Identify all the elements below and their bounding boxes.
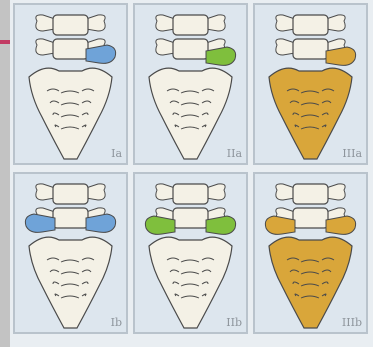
lumbar-vertebra-l4-body [173,15,208,35]
pseudoarticulation-right [206,47,236,65]
panel-label-iiia: IIIa [342,147,362,160]
lumbar-vertebra-l4-body [293,184,328,204]
pseudoarticulation-right [206,216,236,234]
lumbar-vertebra-l4-body [293,15,328,35]
lumbar-vertebra-l5-body [53,208,88,228]
lumbar-vertebra-l4-right-process [86,15,105,31]
panel-iib: IIb [133,172,248,334]
spine-diagram-iiia [255,5,366,163]
lumbar-vertebra-l5-left-process [156,39,175,55]
lumbar-vertebra-l4-left-process [276,184,295,200]
spine-diagram-iib [135,174,246,332]
fusion-right [326,47,356,65]
lumbar-vertebra-l5-body [53,39,88,59]
lumbar-vertebra-l4-left-process [156,15,175,31]
lumbar-vertebra-l4-right-process [206,184,225,200]
pseudoarticulation-left [145,216,175,234]
lumbar-vertebra-l4-left-process [36,15,55,31]
fusion-right [326,216,356,234]
lumbar-vertebra-l4-right-process [326,184,345,200]
spine-diagram-iiib [255,174,366,332]
lumbar-vertebra-l4-left-process [36,184,55,200]
enlarged-transverse-process-right [86,45,116,63]
panel-label-ia: Ia [111,147,122,160]
lumbar-vertebra-l5-body [293,208,328,228]
sacrum [29,68,112,159]
panel-iia: IIa [133,3,248,165]
panel-label-ib: Ib [111,316,122,329]
panel-label-iib: IIb [226,316,242,329]
lumbar-vertebra-l4-body [53,15,88,35]
panel-ia: Ia [13,3,128,165]
lumbar-vertebra-l5-body [293,39,328,59]
figure-frame: Ia IIa IIIa Ib IIb IIIb [10,0,373,347]
lumbar-vertebra-l4-body [53,184,88,204]
lumbar-vertebra-l4-body [173,184,208,204]
lumbar-vertebra-l4-right-process [86,184,105,200]
lumbar-vertebra-l4-right-process [326,15,345,31]
enlarged-transverse-process-left [25,214,55,232]
spine-diagram-iia [135,5,246,163]
fusion-left [265,216,295,234]
panel-label-iiib: IIIb [342,316,362,329]
lumbar-vertebra-l5-body [173,208,208,228]
lumbar-vertebra-l5-left-process [36,39,55,55]
panel-label-iia: IIa [227,147,242,160]
lumbar-vertebra-l4-right-process [206,15,225,31]
panel-iiib: IIIb [253,172,368,334]
lumbar-vertebra-l5-left-process [276,39,295,55]
spine-diagram-ia [15,5,126,163]
panel-iiia: IIIa [253,3,368,165]
spine-diagram-ib [15,174,126,332]
sacrum [149,68,232,159]
sacrum [149,237,232,328]
sacrum [29,237,112,328]
lumbar-vertebra-l4-left-process [276,15,295,31]
panel-ib: Ib [13,172,128,334]
lumbar-vertebra-l4-left-process [156,184,175,200]
sacrum [269,237,352,328]
enlarged-transverse-process-right [86,214,116,232]
lumbar-vertebra-l5-body [173,39,208,59]
sacrum [269,68,352,159]
